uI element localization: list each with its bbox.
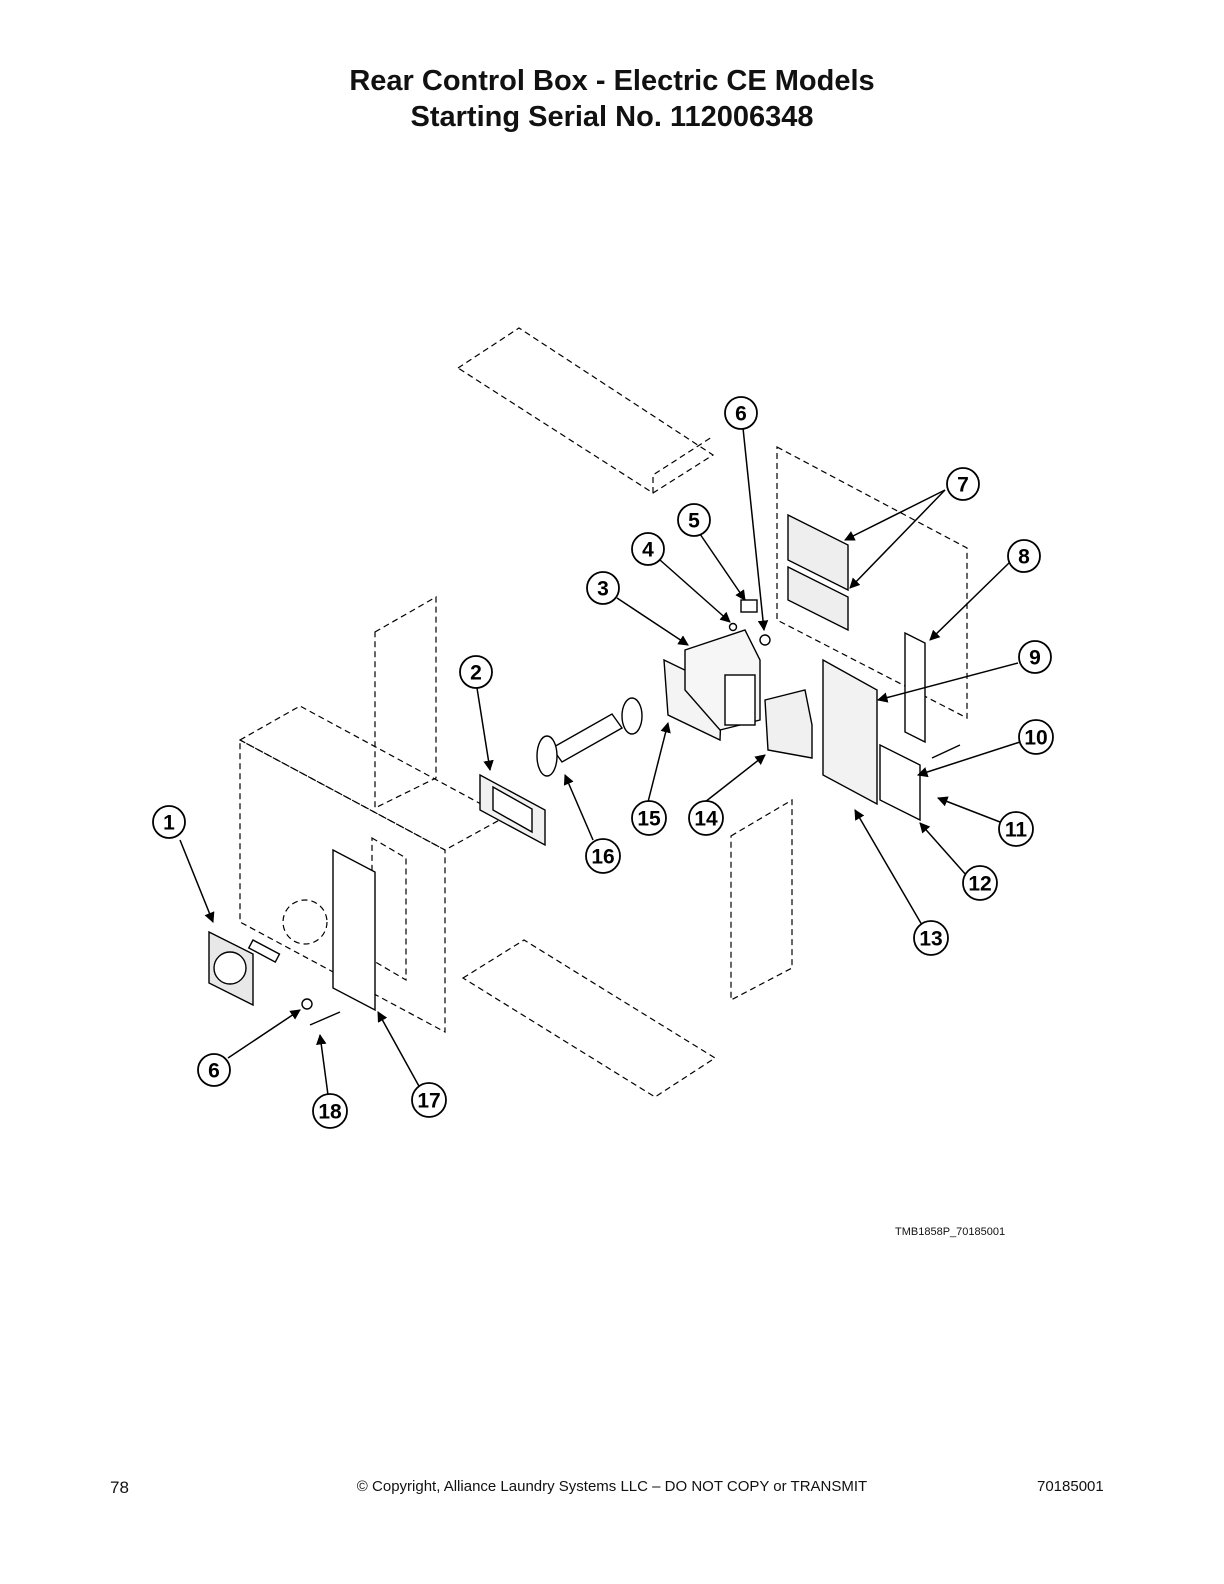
callout-12-label: 12: [968, 873, 991, 896]
callout-9-label: 9: [1029, 647, 1041, 670]
disconnect-handle: [208, 930, 281, 1007]
bottom-panel: [461, 939, 717, 1098]
callout-1-label: 1: [163, 812, 175, 835]
lock-nut: [301, 998, 313, 1010]
left-side-panel: [374, 595, 437, 809]
callout-bubbles: [152, 396, 1054, 1129]
din-rail: [904, 631, 926, 744]
callout-11-bubble: [998, 811, 1034, 847]
callout-17-bubble: [411, 1082, 447, 1118]
page-number: 78: [110, 1478, 129, 1497]
callout-16-bubble: [585, 838, 621, 874]
callout-7-label: 7: [957, 474, 969, 497]
document-number: 70185001: [1037, 1478, 1104, 1495]
callout-6b-bubble: [197, 1053, 231, 1087]
callout-4-bubble: [631, 532, 665, 566]
callout-3-label: 3: [597, 578, 609, 601]
callout-13-label: 13: [919, 928, 942, 951]
callout-2-label: 2: [470, 662, 482, 685]
terminal-block: [822, 658, 878, 806]
drawing-code: TMB1858P_70185001: [895, 1226, 1006, 1238]
callout-5-bubble: [677, 503, 711, 537]
terminal-cover: [764, 689, 813, 759]
knockout-hole: [282, 899, 328, 945]
terminal-label: [879, 743, 921, 822]
callout-11-label: 11: [1005, 819, 1028, 842]
right-back-panel: [776, 446, 968, 719]
callout-5-label: 5: [688, 510, 700, 533]
right-front-panel: [730, 798, 793, 1001]
screw: [728, 622, 738, 632]
callout-18-label: 18: [318, 1101, 342, 1124]
callout-15-label: 15: [637, 808, 661, 831]
disconnect-switch: [684, 629, 761, 731]
callout-8-bubble: [1007, 539, 1041, 573]
cover-plate: [332, 848, 376, 1012]
front-panel: [239, 738, 446, 1034]
clip: [740, 599, 758, 613]
callout-labels: 1 2 3 4 5 6 7 8 9 10 11 12 13 14 15 16 6…: [163, 403, 1048, 1124]
callout-8-label: 8: [1018, 546, 1030, 569]
top-panel: [456, 327, 715, 494]
callout-16-label: 16: [591, 846, 614, 869]
handle-adapter: [479, 773, 546, 847]
cable-tie: [309, 1011, 341, 1026]
callout-3-bubble: [586, 571, 620, 605]
callout-15-bubble: [631, 800, 667, 836]
copyright-notice: © Copyright, Alliance Laundry Systems LL…: [356, 1478, 868, 1495]
diagram-title-line1: Rear Control Box - Electric CE Models: [349, 65, 875, 97]
callout-1-bubble: [152, 805, 186, 839]
diagram-title-line2: Starting Serial No. 112006348: [410, 101, 814, 133]
callout-12-bubble: [962, 865, 998, 901]
leader-lines: [179, 427, 1021, 1096]
callout-6b-label: 6: [208, 1060, 220, 1083]
callout-14-bubble: [688, 800, 724, 836]
callout-10-bubble: [1018, 719, 1054, 755]
circuit-breakers: [787, 513, 849, 632]
nut: [759, 634, 771, 646]
inner-panel: [371, 836, 407, 982]
callout-9-bubble: [1018, 640, 1052, 674]
callout-4-label: 4: [642, 539, 654, 562]
callout-6-bubble: [724, 396, 758, 430]
callout-17-label: 17: [417, 1090, 440, 1113]
callout-6-label: 6: [735, 403, 747, 426]
callout-2-bubble: [459, 655, 493, 689]
callout-13-bubble: [913, 920, 949, 956]
screw-11: [931, 744, 961, 759]
parts: [208, 513, 961, 1026]
callout-7-bubble: [946, 467, 980, 501]
callout-10-label: 10: [1024, 727, 1047, 750]
extension-shaft: [536, 697, 643, 777]
callout-18-bubble: [312, 1093, 348, 1129]
callout-14-label: 14: [694, 808, 718, 831]
